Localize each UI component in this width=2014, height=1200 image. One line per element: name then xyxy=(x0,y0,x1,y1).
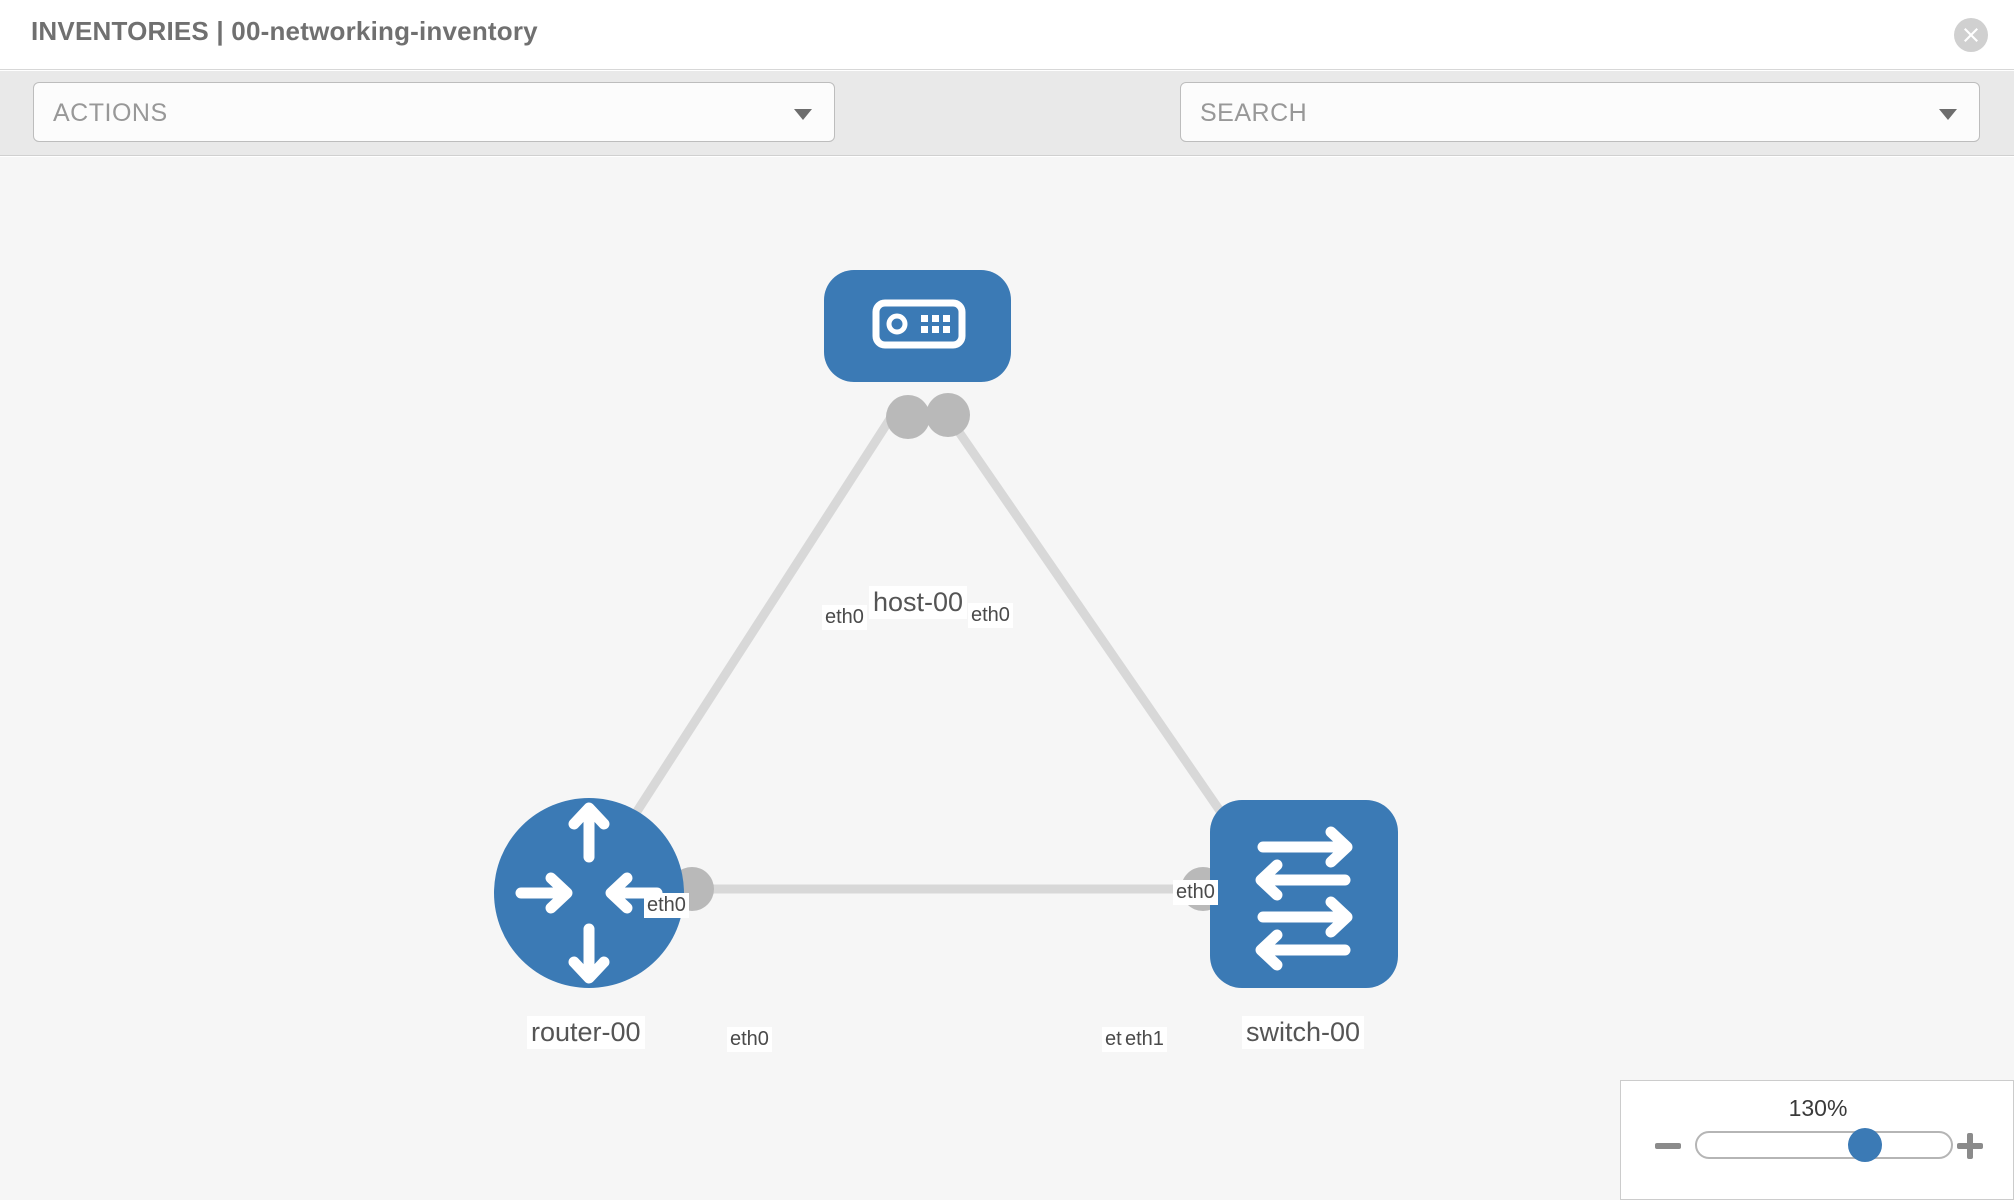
plus-icon[interactable] xyxy=(1953,1129,1987,1163)
close-icon[interactable] xyxy=(1954,18,1988,52)
iface-label-host-left: eth0 xyxy=(822,605,867,630)
zoom-level-value: 130% xyxy=(1788,1095,1848,1121)
page-header: INVENTORIES | 00-networking-inventory xyxy=(0,0,2014,70)
search-input[interactable]: SEARCH xyxy=(1180,82,1980,142)
node-router-00[interactable] xyxy=(494,798,684,988)
link-host-router[interactable] xyxy=(610,416,894,850)
switch-arrows-icon xyxy=(1255,826,1353,971)
port-layer xyxy=(670,393,1259,911)
iface-label-switch-left-b: eth1 xyxy=(1122,1027,1167,1052)
page-title: INVENTORIES | 00-networking-inventory xyxy=(31,16,538,46)
minus-glyph xyxy=(1655,1143,1681,1149)
node-switch-00[interactable] xyxy=(1210,800,1398,988)
link-host-switch[interactable] xyxy=(946,416,1242,840)
node-label-switch: switch-00 xyxy=(1242,1016,1365,1049)
link-layer xyxy=(610,416,1242,894)
port-host-left[interactable] xyxy=(886,395,930,439)
node-host-00[interactable] xyxy=(824,270,1011,382)
router-arrows-icon xyxy=(515,802,663,984)
server-icon xyxy=(872,299,966,349)
iface-label-host-right: eth0 xyxy=(968,603,1013,628)
actions-dropdown-label: ACTIONS xyxy=(53,99,168,127)
port-host-right[interactable] xyxy=(926,393,970,437)
zoom-slider[interactable] xyxy=(1695,1131,1953,1159)
zoom-control: 130% xyxy=(1620,1080,2014,1200)
topology-canvas[interactable]: host-00 router-00 switch-00 eth0 eth0 et… xyxy=(0,157,2014,1200)
search-placeholder: SEARCH xyxy=(1200,99,1308,127)
zoom-slider-thumb[interactable] xyxy=(1848,1128,1882,1162)
iface-label-router-up: eth0 xyxy=(644,893,689,918)
node-label-router: router-00 xyxy=(527,1016,645,1049)
topology-graph xyxy=(494,270,1398,988)
toolbar: ACTIONS SEARCH xyxy=(0,71,2014,204)
plus-glyph xyxy=(1957,1133,1983,1159)
chevron-down-icon[interactable] xyxy=(1939,109,1957,120)
chevron-down-icon xyxy=(794,109,812,120)
minus-icon[interactable] xyxy=(1651,1129,1685,1163)
iface-label-router-right: eth0 xyxy=(727,1027,772,1052)
close-x-glyph xyxy=(1964,28,1978,42)
actions-dropdown[interactable]: ACTIONS xyxy=(33,82,835,142)
iface-label-switch-up: eth0 xyxy=(1173,880,1218,905)
node-label-host: host-00 xyxy=(869,586,968,619)
